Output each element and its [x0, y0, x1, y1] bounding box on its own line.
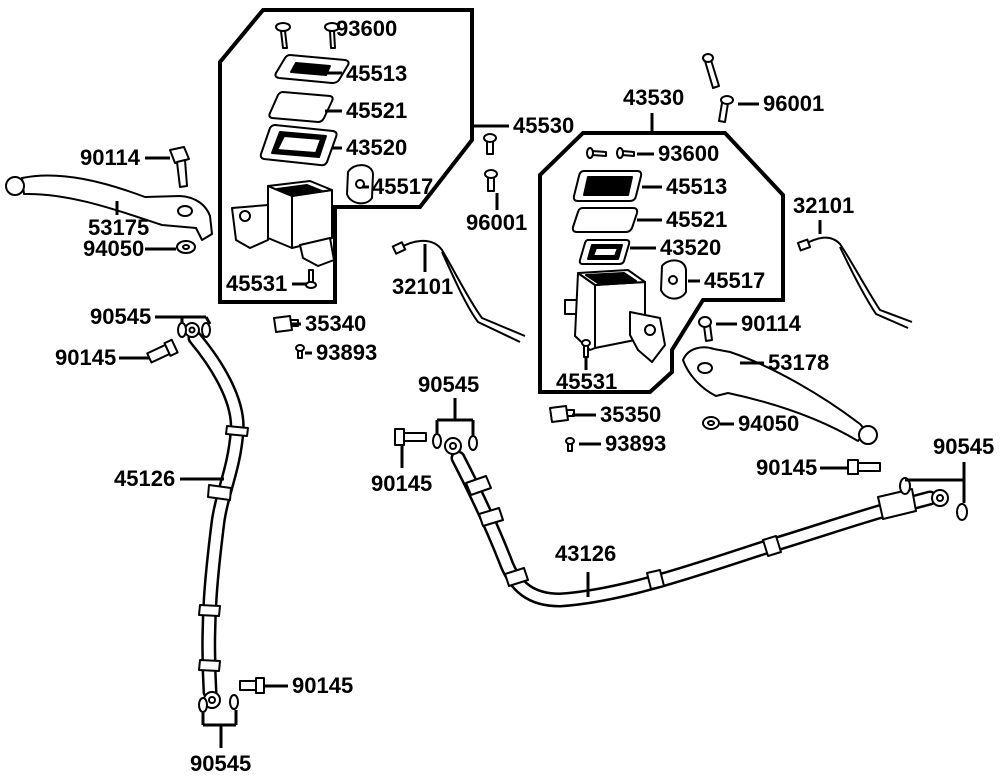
left-lever-washer	[176, 240, 196, 254]
label-right-brake-hose: 43126	[555, 541, 616, 566]
left-reservoir-cap	[274, 54, 350, 84]
left-upper-banjo-bolt	[146, 338, 179, 364]
label-left-lever: 53175	[88, 215, 149, 240]
label-left-upper-banjo-bolt: 90145	[55, 345, 116, 370]
right-mount-bolts	[702, 53, 734, 123]
right-cap-plate	[571, 207, 639, 233]
right-lower-banjo-bolt	[847, 459, 881, 475]
label-right-stop-switch: 35350	[600, 402, 661, 427]
right-lever-pivot-bolt	[698, 316, 713, 342]
label-right-clamp-bolt: 45531	[556, 369, 617, 394]
lever-ball-end	[858, 425, 878, 445]
left-diaphragm	[259, 124, 338, 167]
pivot-hole	[697, 362, 713, 374]
label-left-master-cylinder: 45530	[513, 113, 574, 138]
left-upper-hose-washers	[177, 322, 211, 338]
label-right-mount-bolt: 96001	[763, 91, 824, 116]
right-switch-screw	[565, 437, 575, 452]
left-lower-banjo-bolt	[239, 677, 265, 694]
left-clamp	[346, 164, 374, 205]
label-left-clamp-bolt: 45531	[226, 271, 287, 296]
label-right-switch-wire: 32101	[793, 193, 854, 218]
right-assembly-outline	[538, 131, 785, 394]
right-clamp-bolt	[581, 339, 591, 358]
label-right-lever-washer: 94050	[738, 411, 799, 436]
label-left-lever-washer: 94050	[83, 236, 144, 261]
right-brake-hose	[444, 437, 949, 608]
pivot-hole	[177, 205, 193, 217]
right-upper-banjo-bolt	[394, 428, 427, 446]
label-left-lower-banjo-bolt: 90145	[292, 673, 353, 698]
left-mount-bolts	[483, 133, 498, 192]
label-left-clamp: 45517	[372, 174, 433, 199]
right-upper-hose-washers	[432, 433, 478, 451]
label-left-brake-hose: 45126	[114, 466, 175, 491]
label-right-cap-plate: 45521	[666, 207, 727, 232]
label-left-lever-bolt: 90114	[80, 145, 141, 170]
left-assembly-outline	[218, 8, 474, 304]
label-right-switch-screw: 93893	[605, 431, 666, 456]
label-right-upper-banjo-bolt: 90145	[371, 471, 432, 496]
part-labels: 90114 53175 94050 90545 90145 45126 9014…	[55, 16, 994, 776]
label-left-mount-bolt: 96001	[466, 210, 527, 235]
right-brake-lever	[682, 346, 878, 445]
label-left-switch-wire: 32101	[392, 274, 453, 299]
lever-ball-end	[5, 176, 25, 196]
label-left-cap-plate: 45521	[346, 98, 407, 123]
label-right-lower-hose-washer: 90545	[933, 434, 994, 459]
label-left-cap-screw: 93600	[336, 16, 397, 41]
left-switch-wire	[391, 239, 526, 343]
label-right-lever-bolt: 90114	[741, 311, 802, 336]
label-right-diaphragm: 43520	[660, 235, 721, 260]
right-switch-wire	[796, 236, 913, 329]
label-right-lever: 53178	[768, 350, 829, 375]
left-lower-hose-washers	[198, 694, 239, 713]
right-clamp	[660, 259, 687, 300]
right-lower-hose-washers	[899, 477, 968, 521]
right-reservoir-cap	[572, 170, 643, 202]
left-cap-plate	[268, 91, 334, 123]
label-right-cap-screw: 93600	[658, 141, 719, 166]
label-left-diaphragm: 43520	[346, 135, 407, 160]
right-master-cylinder-body	[564, 269, 666, 363]
label-left-reservoir-cap: 45513	[346, 61, 407, 86]
right-stop-switch	[549, 405, 575, 423]
right-lever-washer	[702, 416, 720, 430]
label-right-master-cylinder: 43530	[623, 85, 684, 110]
label-right-reservoir-cap: 45513	[666, 174, 727, 199]
label-right-upper-hose-washer: 90545	[418, 372, 479, 397]
left-master-cylinder-body	[231, 180, 335, 267]
label-left-lower-hose-washer: 90545	[190, 751, 251, 776]
left-brake-hose	[184, 322, 249, 709]
label-right-clamp: 45517	[704, 268, 765, 293]
label-left-stop-switch: 35340	[305, 311, 366, 336]
label-left-upper-hose-washer: 90545	[90, 304, 151, 329]
left-clamp-bolt	[305, 269, 317, 289]
label-left-switch-screw: 93893	[316, 340, 377, 365]
leader-lines	[115, 71, 966, 748]
right-diaphragm	[578, 239, 631, 265]
label-right-lower-banjo-bolt: 90145	[756, 455, 817, 480]
left-switch-screw	[295, 344, 305, 359]
left-lever-pivot-bolt	[169, 146, 190, 188]
left-cap-screws	[275, 22, 340, 49]
right-cap-screws	[586, 147, 635, 159]
